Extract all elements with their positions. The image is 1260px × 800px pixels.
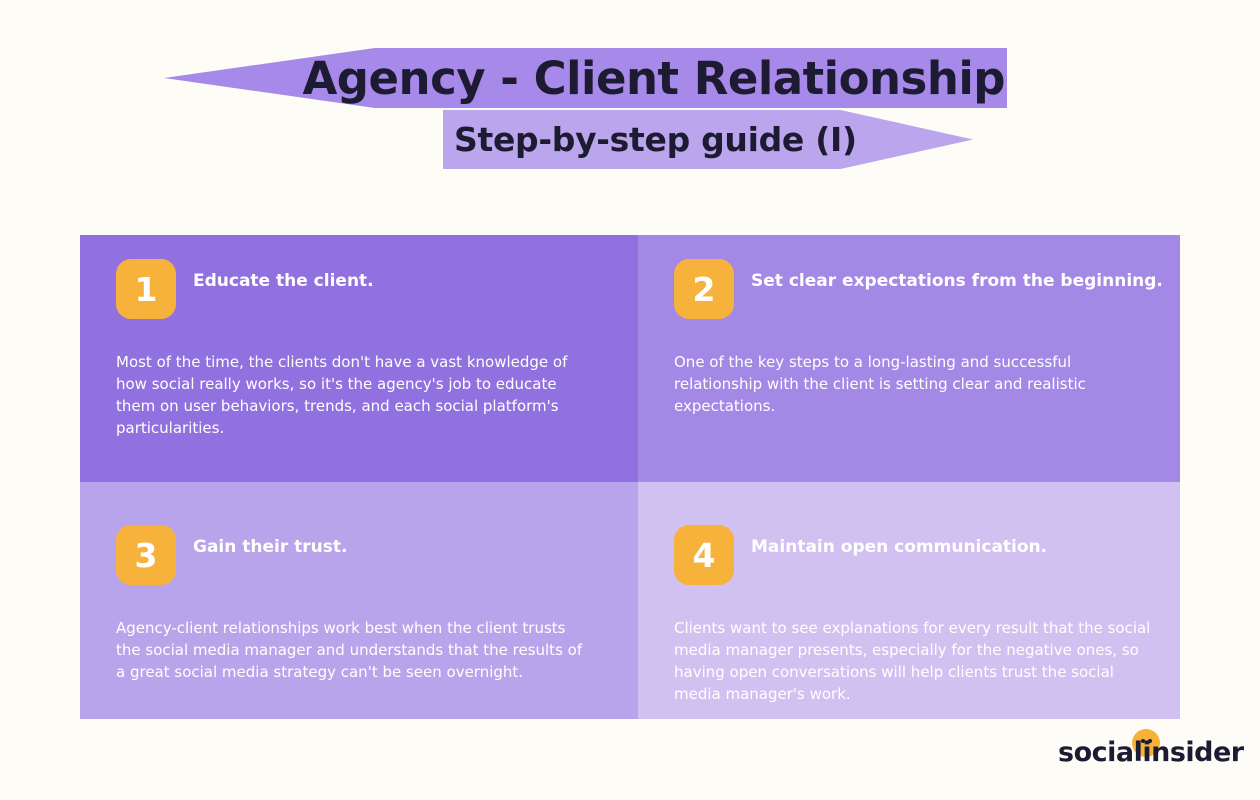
step-description: Agency-client relationships work best wh… (116, 619, 583, 681)
step-title: Gain their trust. (193, 537, 348, 557)
step-card-4: 4 Maintain open communication. Clients w… (638, 482, 1180, 719)
brand-name: socialinsider (1058, 737, 1244, 768)
page-subtitle: Step-by-step guide (I) (454, 120, 857, 159)
step-title: Educate the client. (193, 271, 374, 291)
step-title: Set clear expectations from the beginnin… (751, 271, 1163, 291)
step-number-badge: 3 (116, 525, 176, 585)
steps-grid: 1 Educate the client. Most of the time, … (80, 235, 1180, 719)
title-banner (164, 48, 1007, 108)
step-card-1: 1 Educate the client. Most of the time, … (80, 235, 638, 482)
step-card-2: 2 Set clear expectations from the beginn… (638, 235, 1180, 482)
brand-logo: socialinsider (1058, 727, 1248, 777)
step-description: Most of the time, the clients don't have… (116, 353, 568, 437)
step-number-badge: 1 (116, 259, 176, 319)
step-card-3: 3 Gain their trust. Agency-client relati… (80, 482, 638, 719)
step-title: Maintain open communication. (751, 537, 1048, 557)
step-description: Clients want to see explanations for eve… (674, 619, 1151, 703)
step-description: One of the key steps to a long-lasting a… (674, 353, 1086, 415)
step-number-badge: 4 (674, 525, 734, 585)
smiley-face-icon (1132, 729, 1160, 757)
step-number-badge: 2 (674, 259, 734, 319)
page-title: Agency - Client Relationship (302, 51, 1005, 105)
